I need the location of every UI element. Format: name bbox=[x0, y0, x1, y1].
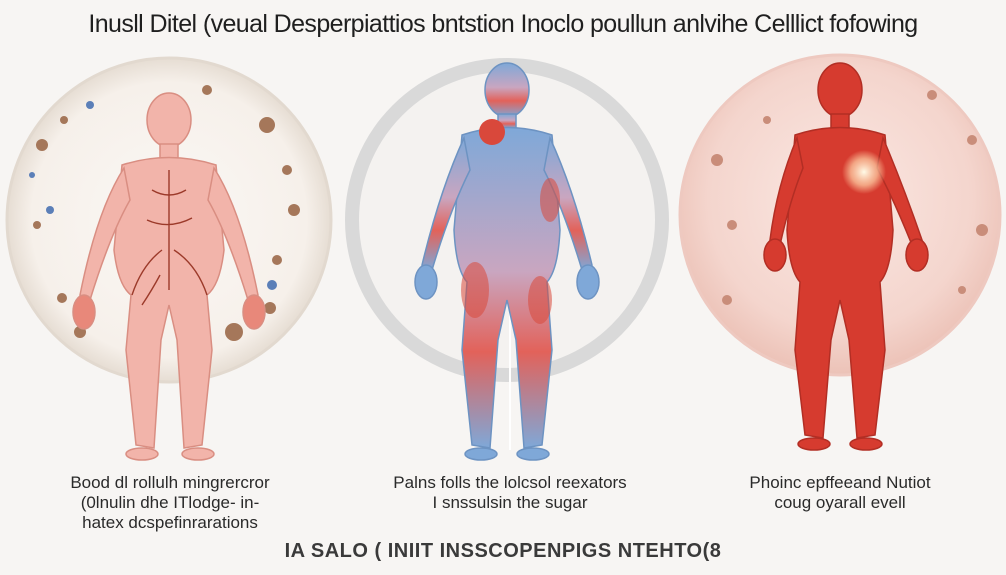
inflammation-patches bbox=[461, 178, 560, 324]
panel-2-caption: Palns folls the lolcsol reexators I snss… bbox=[345, 473, 675, 513]
human-figure-2 bbox=[414, 62, 600, 461]
caption-line: Palns folls the lolcsol reexators bbox=[393, 473, 627, 492]
panel-normal-body bbox=[2, 50, 337, 470]
caption-line: coug oyarall evell bbox=[774, 493, 906, 512]
caption-line: Bood dl rollulh mingrercror bbox=[70, 473, 270, 492]
page-title: Inusll Ditel (veual Desperpiattios bntst… bbox=[88, 10, 918, 38]
caption-line: I snssulsin the sugar bbox=[432, 493, 588, 512]
caption-line: (0lnulin dhe ITlodge- in- bbox=[80, 493, 260, 512]
vein-network bbox=[131, 170, 208, 306]
panel-insulin-resistance bbox=[340, 50, 675, 470]
heart-highlight bbox=[479, 119, 505, 145]
footer-text: IA SALO ( INIIT INSSCOPENPIGS NTEHTO(8 bbox=[284, 540, 722, 562]
blue-molecules bbox=[29, 101, 277, 290]
human-figure-3 bbox=[763, 62, 929, 451]
panel-3-caption: Phoinc epffeeand Nutiot coug oyarall eve… bbox=[690, 473, 990, 513]
panel-1-caption: Bood dl rollulh mingrercror (0lnulin dhe… bbox=[0, 473, 340, 533]
cell-dots bbox=[33, 85, 300, 341]
cell-dots bbox=[711, 90, 988, 305]
body-figure-illustration-3 bbox=[678, 53, 1002, 451]
glow-highlight bbox=[842, 150, 886, 194]
body-figure-illustration-1 bbox=[5, 56, 333, 461]
body-figure-illustration-2 bbox=[345, 58, 669, 461]
panel-high-blood-sugar bbox=[672, 50, 1006, 470]
caption-line: Phoinc epffeeand Nutiot bbox=[749, 473, 931, 492]
caption-line: hatex dcspefinrarations bbox=[82, 513, 258, 532]
